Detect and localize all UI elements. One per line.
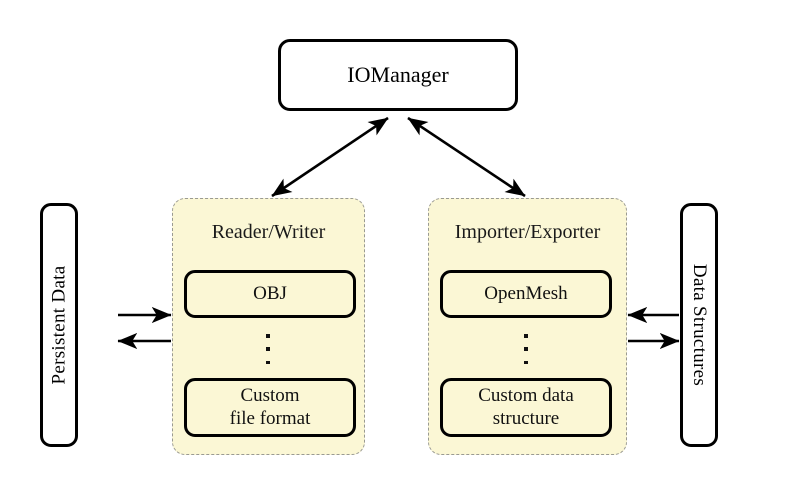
group-importer-exporter-title: Importer/Exporter [454,221,601,243]
item-openmesh[interactable]: OpenMesh [440,270,612,318]
item-custom-data-structure-label: Custom data structure [478,385,574,429]
node-data-structures-label: Data Structures [689,263,710,387]
item-openmesh-label: OpenMesh [484,282,568,304]
node-iomanager[interactable]: IOManager [278,39,518,111]
item-custom-file-format[interactable]: Custom file format [184,378,356,437]
group-reader-writer-title: Reader/Writer [211,221,326,243]
item-custom-data-structure[interactable]: Custom data structure [440,378,612,437]
item-obj-label: OBJ [253,282,287,304]
ellipsis-importer-exporter [520,334,532,364]
connector-iomanager-readerwriter [271,116,389,198]
item-custom-file-format-label: Custom file format [229,385,311,429]
connector-iomanager-importerexporter [407,116,526,198]
node-iomanager-label: IOManager [347,62,449,87]
node-persistent-data-label: Persistent Data [48,265,70,385]
ellipsis-reader-writer [262,334,274,364]
node-data-structures[interactable]: Data Structures [680,203,718,447]
item-obj[interactable]: OBJ [184,270,356,318]
node-persistent-data[interactable]: Persistent Data [40,203,78,447]
